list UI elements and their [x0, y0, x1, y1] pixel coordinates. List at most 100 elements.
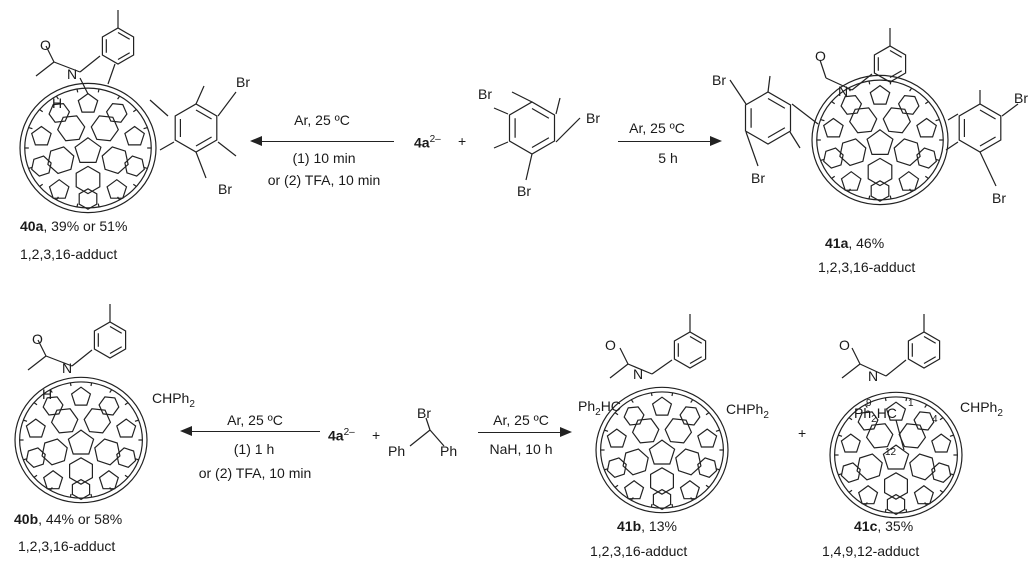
reagent-br: Br [417, 405, 431, 421]
chph2-label: CHPh2 [726, 401, 769, 421]
methyl-bond [555, 97, 561, 115]
benzyl-bond [149, 99, 169, 117]
adduct-type-40b: 1,2,3,16-adduct [18, 538, 116, 554]
arrow-left-line2-1: or (2) TFA, 10 min [267, 172, 381, 188]
aryl-ring [101, 27, 135, 65]
ph2hc-label: Ph2HC [854, 405, 897, 425]
carbonyl-bond [851, 347, 861, 365]
aryl-ring [958, 103, 1002, 153]
acetyl-bond [825, 77, 853, 91]
c-br-bond [425, 417, 431, 431]
br-label: Br [712, 72, 726, 88]
arrow-head-left-1 [250, 136, 262, 146]
bromomethyl-bond [525, 153, 533, 181]
aryl-ring [673, 331, 707, 369]
position-number-4: 4 [932, 414, 938, 425]
carbonyl-bond [45, 45, 55, 63]
atom-n: N [868, 368, 879, 384]
bromomethyl-bond [1001, 103, 1019, 117]
bromomethyl-bond [555, 117, 581, 143]
chph2-label: CHPh2 [960, 399, 1003, 419]
acetyl-bond [53, 61, 81, 73]
bond [851, 73, 873, 91]
atom-o: O [32, 331, 43, 347]
bond [107, 63, 116, 85]
reagent-ph-right: Ph [440, 443, 458, 459]
br-label: Br [517, 183, 531, 199]
atom-o: O [40, 37, 51, 53]
adduct-type-41a: 1,2,3,16-adduct [818, 259, 916, 275]
bond [79, 55, 101, 73]
adduct-type-40a: 1,2,3,16-adduct [20, 246, 118, 262]
methyl-bond [493, 107, 509, 115]
fullerene-cage-40b [14, 376, 148, 504]
adduct-type-41c: 1,4,9,12-adduct [822, 543, 920, 559]
reagent-ph-left: Ph [388, 443, 406, 459]
fullerene-cage-40a [19, 82, 157, 214]
bromomethyl-bond [745, 131, 759, 167]
c-ph-bond [409, 429, 431, 447]
methyl-bond [609, 363, 629, 379]
c-ph-bond [429, 429, 445, 447]
arrow-right-bottom-1: 5 h [658, 150, 678, 166]
acetyl-bond [859, 363, 887, 377]
compound-label-41c: 41c, 35% [854, 518, 914, 534]
methyl-bond [217, 141, 237, 157]
aryl-ring-reagent [508, 101, 556, 155]
arrow-left-top-2: Ar, 25 ºC [227, 412, 283, 428]
compound-label-41b: 41b, 13% [617, 518, 677, 534]
dianion-4a-row1: 4a2– [414, 134, 441, 151]
atom-n: N [67, 66, 78, 82]
arrow-head-right-2 [560, 427, 572, 437]
atom-h: H [42, 386, 53, 402]
reaction-arrow-left-2 [190, 431, 320, 432]
bromomethyl-bond [195, 151, 207, 179]
methyl-bond [493, 141, 509, 149]
fullerene-cage-41a [811, 74, 949, 206]
position-number-9: 9 [866, 398, 872, 409]
atom-n: N [838, 83, 849, 99]
carbonyl-bond [37, 339, 47, 357]
carbonyl-bond [819, 59, 827, 79]
arrow-head-left-2 [180, 426, 192, 436]
benzyl-bond [791, 103, 819, 125]
position-number-1: 1 [908, 398, 914, 409]
atom-n: N [633, 366, 644, 382]
methyl-bond [789, 131, 801, 149]
bromomethyl-bond [217, 91, 237, 117]
arrow-left-line1-1: (1) 10 min [292, 150, 356, 166]
bromomethyl-bond [729, 79, 747, 105]
bromomethyl-bond [511, 91, 533, 103]
wedge-bond [895, 419, 905, 451]
methyl-bond [27, 355, 47, 371]
methyl-bond [195, 85, 205, 105]
aryl-ring [907, 331, 941, 369]
reaction-arrow-left-1 [260, 141, 394, 142]
arrow-head-right-1 [710, 136, 722, 146]
methyl-bond [841, 363, 861, 379]
compound-label-40b: 40b, 44% or 58% [14, 511, 123, 527]
plus-sign-products: + [798, 425, 807, 441]
br-label: Br [586, 110, 600, 126]
benzyl-bond [947, 113, 959, 121]
atom-n: N [62, 360, 73, 376]
chph2-label: CHPh2 [152, 390, 195, 410]
atom-o: O [839, 337, 850, 353]
br-label: Br [751, 170, 765, 186]
aryl-ring [174, 103, 218, 153]
br-label: Br [236, 74, 250, 90]
reaction-arrow-right-1 [618, 141, 712, 142]
br-label: Br [478, 86, 492, 102]
acetyl-bond [627, 363, 653, 375]
arrow-left-line1-2: (1) 1 h [233, 441, 275, 457]
carbonyl-bond [619, 347, 629, 365]
bromomethyl-bond [979, 151, 997, 187]
fullerene-cage-41b [595, 386, 729, 514]
adduct-type-41b: 1,2,3,16-adduct [590, 543, 688, 559]
acetyl-bond [45, 355, 73, 367]
arrow-right-top-1: Ar, 25 ºC [629, 120, 685, 136]
methyl-bond [945, 141, 959, 151]
bond [79, 77, 89, 95]
